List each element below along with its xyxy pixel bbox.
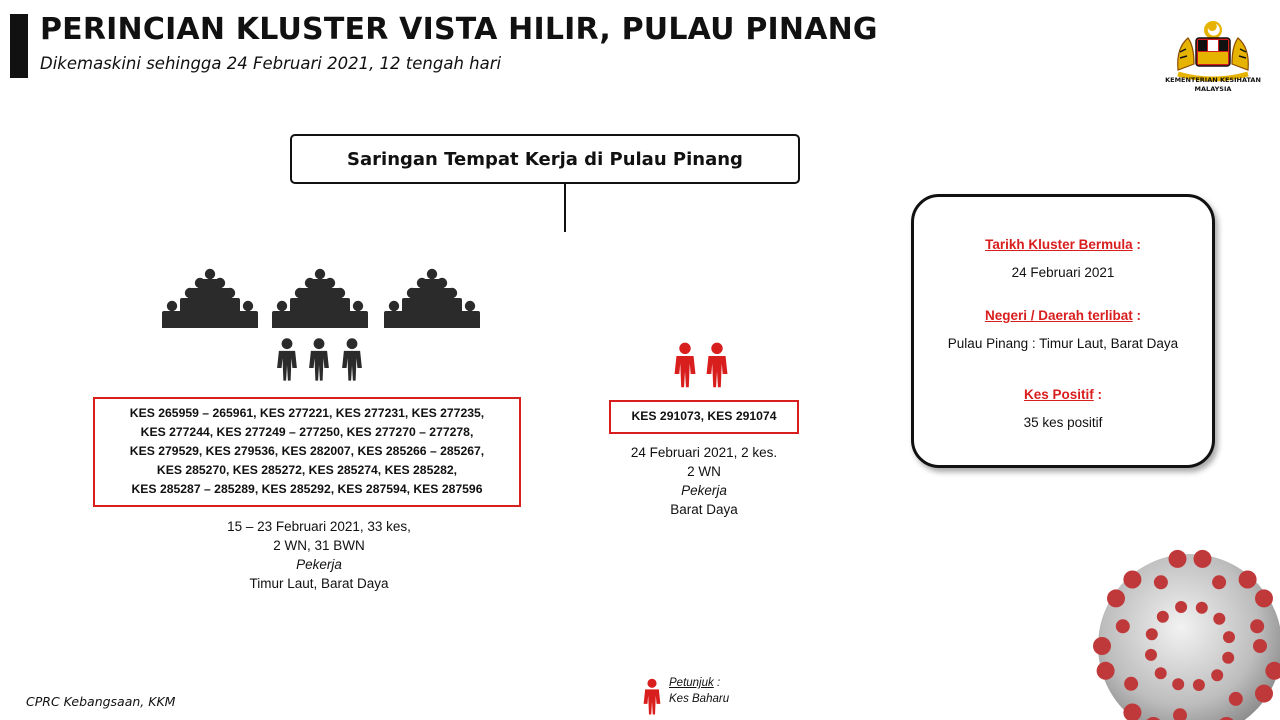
case-line: KES 279529, KES 279536, KES 282007, KES … <box>129 444 485 458</box>
start-date-label: Tarikh Kluster Bermula : <box>985 237 1141 252</box>
case-box-mid: KES 291073, KES 291074 <box>609 400 799 434</box>
date-line: 15 – 23 Februari 2021, 33 kes, <box>227 519 411 534</box>
source-footer: CPRC Kebangsaan, KKM <box>26 694 176 709</box>
title-accent-bar <box>10 14 28 78</box>
positive-label: Kes Positif : <box>1023 387 1103 402</box>
nationality-line: 2 WN, 31 BWN <box>273 538 365 553</box>
ministry-name: KEMENTERIAN KESIHATAN MALAYSIA <box>1165 76 1261 93</box>
coat-of-arms-icon <box>1177 21 1249 82</box>
occupation-line: Pekerja <box>296 557 342 572</box>
group-info-left: 15 – 23 Februari 2021, 33 kes, 2 WN, 31 … <box>93 517 545 593</box>
case-line: KES 285287 – 285289, KES 285292, KES 287… <box>131 482 483 496</box>
new-case-person-icon <box>674 342 728 388</box>
nationality-line: 2 WN <box>687 464 721 479</box>
new-case-person-icon <box>643 678 661 715</box>
root-connector-line <box>564 184 566 232</box>
case-line: KES 265959 – 265961, KES 277221, KES 277… <box>129 406 485 420</box>
legend-title: Petunjuk : <box>669 677 721 689</box>
coronavirus-icon <box>1093 549 1280 720</box>
case-line: KES 285270, KES 285272, KES 285274, KES … <box>156 463 458 477</box>
case-box-left: KES 265959 – 265961, KES 277221, KES 277… <box>93 397 521 507</box>
case-line: KES 277244, KES 277249 – 277250, KES 277… <box>140 425 474 439</box>
region-label: Negeri / Daerah terlibat : <box>984 308 1142 323</box>
region-value: Pulau Pinang : Timur Laut, Barat Daya <box>947 336 1179 351</box>
worker-person-icons <box>277 338 362 381</box>
crowd-of-people-icon <box>162 268 480 328</box>
location-line: Barat Daya <box>670 502 738 517</box>
location-line: Timur Laut, Barat Daya <box>249 576 389 591</box>
date-line: 24 Februari 2021, 2 kes. <box>630 445 778 460</box>
legend-item-label: Kes Baharu <box>669 693 730 705</box>
case-line: KES 291073, KES 291074 <box>631 409 777 423</box>
positive-value: 35 kes positif <box>1023 415 1103 430</box>
occupation-line: Pekerja <box>681 483 727 498</box>
group-info-mid: 24 Februari 2021, 2 kes. 2 WN Pekerja Ba… <box>594 443 814 519</box>
root-node: Saringan Tempat Kerja di Pulau Pinang <box>290 134 800 184</box>
start-date-value: 24 Februari 2021 <box>1011 265 1115 280</box>
cluster-summary-card: Tarikh Kluster Bermula : 24 Februari 202… <box>911 194 1215 468</box>
page-title: PERINCIAN KLUSTER VISTA HILIR, PULAU PIN… <box>40 12 878 47</box>
page-subtitle: Dikemaskini sehingga 24 Februari 2021, 1… <box>40 54 502 73</box>
